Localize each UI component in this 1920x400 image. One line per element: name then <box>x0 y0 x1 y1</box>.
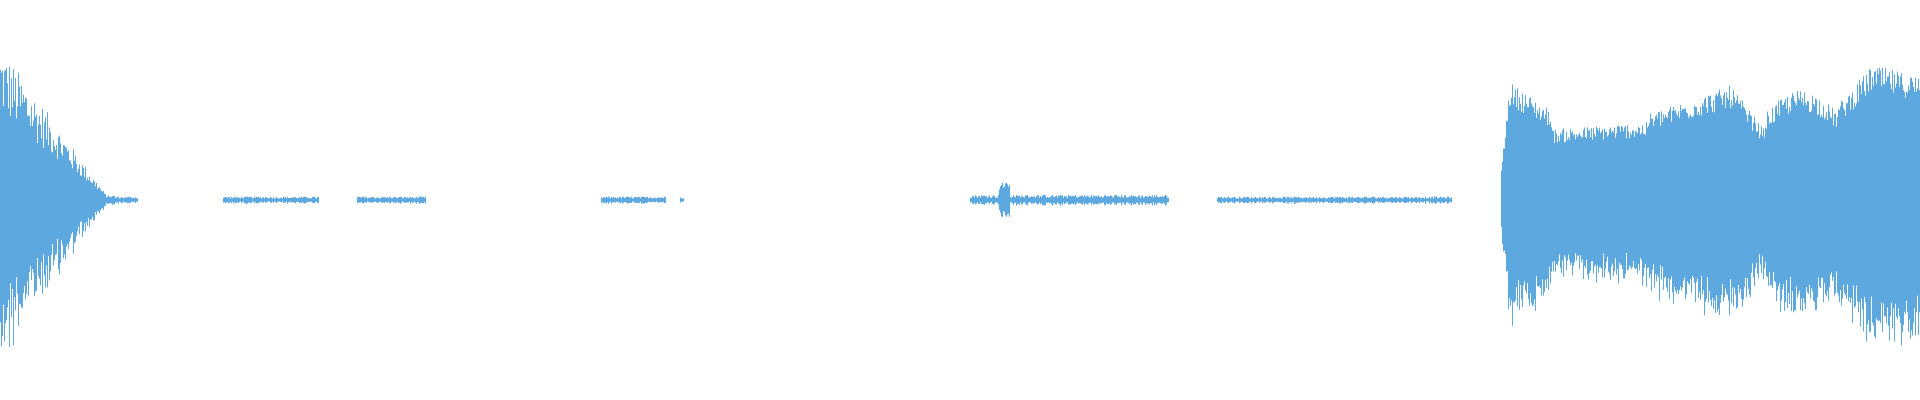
waveform-segment-trace <box>680 197 684 203</box>
waveform-samples <box>0 66 115 347</box>
waveform-samples <box>223 196 319 204</box>
waveform-segment-trace <box>970 182 1169 217</box>
waveform-samples <box>1501 67 1920 346</box>
waveform-segment-trace <box>601 196 666 204</box>
waveform-samples <box>680 197 684 203</box>
waveform-samples <box>1217 196 1452 204</box>
waveform-segment-body <box>1501 67 1920 346</box>
waveform-segment-burst <box>0 66 115 347</box>
waveform-samples <box>115 196 138 204</box>
waveform-samples <box>601 196 666 204</box>
waveform-segment-trace <box>115 196 138 204</box>
waveform-segment-trace <box>1217 196 1452 204</box>
waveform-segment-trace <box>357 196 426 204</box>
waveform-samples <box>970 182 1169 217</box>
waveform-segment-trace <box>223 196 319 204</box>
waveform-samples <box>357 196 426 204</box>
